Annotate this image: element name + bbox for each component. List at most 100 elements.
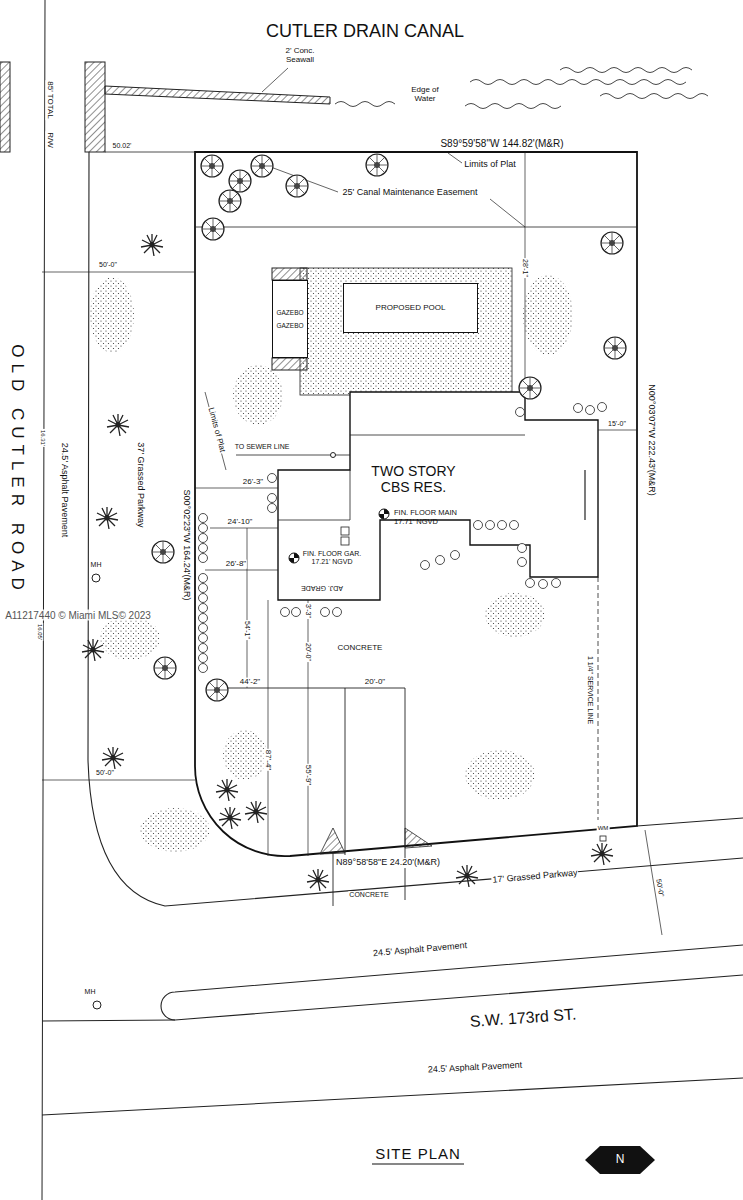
- shrub: [199, 554, 208, 563]
- parkway-note: 17' Grassed Parkway: [491, 868, 579, 885]
- water-line: [470, 80, 686, 85]
- dimension-line: [247, 528, 248, 688]
- shrub: [199, 544, 208, 553]
- palm: [96, 507, 118, 529]
- tree: [201, 155, 223, 177]
- dimension-line: [105, 152, 195, 153]
- grass-patch: [233, 365, 283, 425]
- pavement-note: 24.5' Asphalt Pavement: [427, 1061, 524, 1076]
- flare-hatch: [320, 828, 345, 854]
- median-edge: [161, 945, 743, 1020]
- shrub: [292, 608, 301, 617]
- manhole: [93, 1001, 101, 1009]
- node-note: FIN. FLOOR MAIN 17.71' NGVD: [394, 509, 464, 526]
- shrub: [199, 634, 208, 643]
- grass-patch: [90, 277, 134, 353]
- tree: [251, 155, 273, 177]
- drawing-title: SITE PLAN: [373, 1145, 463, 1162]
- utility-note: TO SEWER LINE: [234, 443, 291, 451]
- palm: [219, 807, 241, 829]
- abbreviation: R/W: [46, 131, 55, 149]
- palm: [107, 414, 129, 436]
- bearing: S00°02'23"W 164.24'(M&R): [181, 489, 191, 602]
- shrub: [281, 608, 290, 617]
- shrub: [510, 521, 519, 530]
- street-centerline: [42, 1020, 175, 1021]
- easement-line: [195, 227, 637, 228]
- dimension-line: [195, 488, 278, 489]
- street-name: OLD CUTLER ROAD: [8, 343, 27, 597]
- shrub: [421, 561, 430, 570]
- dimension-line: [42, 780, 195, 781]
- palm: [307, 869, 329, 891]
- pavement-note: 24.5' Asphalt Pavement: [372, 941, 469, 959]
- bearing: S89°59'58"W 144.82'(M&R): [439, 138, 564, 149]
- water-line: [335, 102, 395, 107]
- grass-patch: [140, 808, 210, 852]
- callout: 2' Conc. Seawall: [279, 47, 321, 65]
- tree: [152, 541, 174, 563]
- dimension-line: [598, 430, 637, 431]
- road-centerline: [42, 0, 45, 1200]
- shrub: [498, 521, 507, 530]
- water-meter: [600, 836, 606, 841]
- dimension: 54'-1": [243, 620, 251, 640]
- dimension-line: [308, 600, 309, 856]
- shrub: [199, 654, 208, 663]
- shrub: [333, 608, 342, 617]
- water-body-name: CUTLER DRAIN CANAL: [265, 22, 465, 42]
- meter-tag: WM: [597, 825, 610, 832]
- palm: [141, 234, 163, 256]
- node-title: PROPOSED POOL: [376, 303, 446, 312]
- pavement-note: 24.5' Asphalt Pavement: [59, 442, 69, 538]
- dimension: 50'-0": [654, 878, 665, 899]
- manhole: [92, 574, 100, 582]
- shrub: [518, 544, 527, 553]
- dimension: 15'-0": [607, 420, 627, 428]
- garage-line: [350, 470, 351, 520]
- dimension: 16.05': [37, 623, 44, 641]
- shrub: [199, 624, 208, 633]
- surface-note: CONCRETE: [337, 644, 384, 653]
- shrub: [268, 504, 277, 513]
- property-line: [195, 152, 637, 856]
- dimension: 20'-0": [364, 678, 386, 687]
- node-note: GAZEBO: [276, 322, 303, 329]
- water-line: [465, 104, 561, 109]
- palm: [245, 801, 267, 823]
- shrub: [539, 580, 548, 589]
- watermark: A11217440 © Miami MLS© 2023: [4, 610, 152, 621]
- elevation-note: FIN. FLOOR GAR. 17.21' NGVD: [300, 550, 364, 565]
- dimension-line: [205, 570, 278, 571]
- dimension: 28'-1": [521, 258, 529, 278]
- node-title: TWO STORY CBS RES.: [366, 463, 461, 495]
- grade-note: ADJ. GRADE: [300, 584, 344, 592]
- shrub: [199, 594, 208, 603]
- shrub: [574, 404, 583, 413]
- dimension: 50'-0": [95, 769, 115, 777]
- shrub: [199, 664, 208, 673]
- bearing: N89°58'58"E 24.20'(M&R): [335, 858, 441, 868]
- tree: [519, 377, 541, 399]
- shrub: [451, 551, 460, 560]
- sidewalk-edge: [333, 848, 405, 906]
- dimension: 44'-2": [239, 678, 261, 687]
- dimension: 3'-3": [304, 603, 312, 619]
- tree: [202, 218, 224, 240]
- shrub: [526, 579, 535, 588]
- leader-line: [262, 68, 288, 92]
- north-letter: N: [615, 1153, 626, 1166]
- dimension: 20'-0": [304, 642, 312, 662]
- shrub: [199, 644, 208, 653]
- entry-step: [341, 527, 349, 535]
- tree: [601, 232, 623, 254]
- service-line: [598, 577, 599, 820]
- leader-line: [490, 199, 525, 227]
- node-title: GAZEBO: [276, 309, 303, 316]
- dimension-line: [42, 272, 195, 273]
- elevation-mark-fill: [379, 509, 389, 519]
- surface-note: CONCRETE: [348, 891, 389, 899]
- right-of-way-hatch: [0, 62, 10, 152]
